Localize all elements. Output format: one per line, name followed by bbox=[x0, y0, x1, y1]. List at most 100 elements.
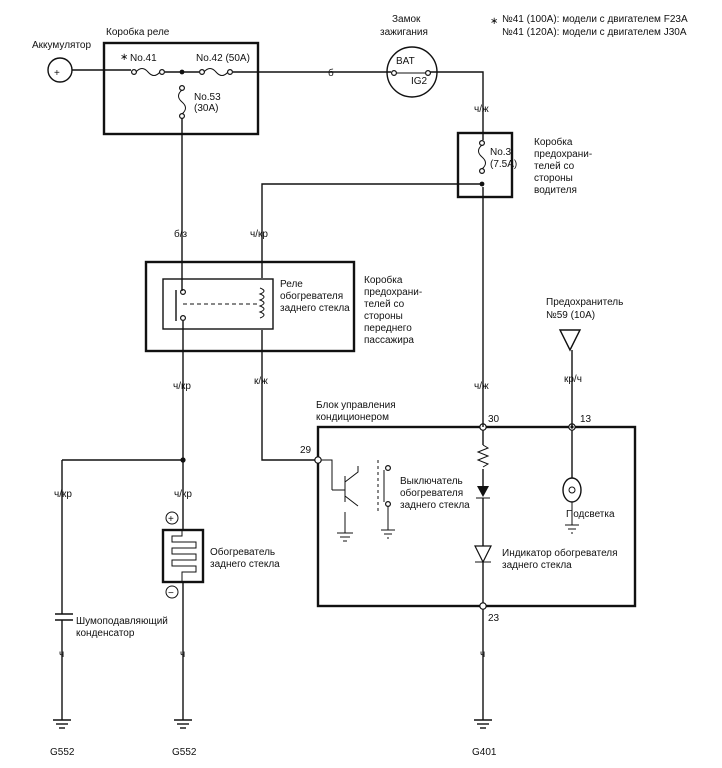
driver-box-label-4: стороны bbox=[534, 173, 573, 184]
pin-30: 30 bbox=[488, 414, 500, 425]
rear-window-heater: + − Обогреватель заднего стекла bbox=[161, 511, 280, 599]
indicator-symbol bbox=[474, 545, 492, 564]
ground-label-g552-right: G552 bbox=[172, 747, 197, 758]
battery-symbol bbox=[47, 57, 73, 83]
pin-29: 29 bbox=[300, 445, 312, 456]
diode-symbol bbox=[477, 486, 489, 497]
fuse53-symbol bbox=[178, 89, 186, 115]
ignition-bat: BAT bbox=[396, 56, 415, 67]
driver-box-label-1: Коробка bbox=[534, 136, 573, 148]
control-unit-label-1: Блок управления bbox=[316, 400, 396, 411]
indicator-label-2: заднего стекла bbox=[502, 560, 572, 571]
passenger-box-label-2: предохрани- bbox=[364, 287, 422, 298]
passenger-box-label-1: Коробка bbox=[364, 274, 403, 286]
ac-control-unit: Блок управления кондиционером 29 30 13 2… bbox=[300, 400, 637, 624]
passenger-box-label-6: пассажира bbox=[364, 335, 414, 346]
heater-label-2: заднего стекла bbox=[210, 559, 280, 570]
heater-label-1: Обогреватель bbox=[210, 546, 275, 558]
fuse42-label: No.42 (50A) bbox=[196, 53, 250, 64]
transistor-symbol bbox=[321, 459, 359, 507]
heater-plus-symbol bbox=[165, 511, 179, 525]
ignition-ig2: IG2 bbox=[411, 76, 428, 87]
ground-g401: G401 bbox=[472, 719, 497, 758]
heater-plus: + bbox=[168, 514, 174, 525]
pin-13: 13 bbox=[580, 414, 592, 425]
backlight-label: Подсветка bbox=[566, 509, 615, 520]
fuse59-symbol bbox=[558, 329, 582, 352]
relay-box-frame bbox=[102, 41, 260, 136]
relay-box: Коробка реле ∗ No.41 No.42 (50A) No.53 (… bbox=[102, 26, 260, 136]
battery-plus: + bbox=[54, 68, 60, 79]
ground-label-g401: G401 bbox=[472, 747, 497, 758]
fuse41-symbol bbox=[135, 68, 161, 76]
capacitor-label-2: конденсатор bbox=[76, 628, 135, 639]
battery: + Аккумулятор bbox=[32, 40, 91, 83]
driver-box-label-5: водителя bbox=[534, 185, 577, 196]
fuse41-marker: ∗ bbox=[120, 52, 128, 63]
wire-label-b: б bbox=[328, 67, 334, 79]
backlight-lamp-symbol bbox=[562, 477, 582, 503]
battery-label: Аккумулятор bbox=[32, 40, 91, 51]
wire-label-bz: б/з bbox=[174, 228, 188, 240]
ignition-label-2: зажигания bbox=[380, 27, 428, 38]
noise-capacitor: Шумоподавляющий конденсатор bbox=[55, 613, 168, 639]
switch-label-1: Выключатель bbox=[400, 476, 463, 487]
fuse3-label-b: (7.5A) bbox=[490, 159, 517, 170]
fuse53-label-a: No.53 bbox=[194, 92, 221, 103]
driver-fuse-box: No.3 (7.5A) Коробка предохрани- телей со… bbox=[456, 131, 592, 199]
wire-label-chkr-relay: ч/кр bbox=[173, 381, 191, 392]
heater-grid bbox=[171, 530, 197, 582]
fuse59: Предохранитель №59 (10A) bbox=[546, 297, 623, 352]
passenger-fuse-box-frame bbox=[144, 260, 356, 353]
pin-23: 23 bbox=[488, 613, 500, 624]
wire-label-ch-heater: ч bbox=[180, 649, 185, 660]
heater-minus: − bbox=[168, 588, 174, 599]
relay-frame bbox=[162, 278, 274, 330]
capacitor-label-1: Шумоподавляющий bbox=[76, 616, 168, 627]
switch-label-2: обогревателя bbox=[400, 487, 463, 499]
fuse3-label-a: No.3 bbox=[490, 147, 512, 158]
relay-coil bbox=[258, 287, 265, 319]
driver-box-label-2: предохрани- bbox=[534, 149, 592, 160]
passenger-box-label-5: переднего bbox=[364, 323, 412, 334]
wire-label-kzh: к/ж bbox=[254, 376, 268, 387]
switch-label-3: заднего стекла bbox=[400, 500, 470, 511]
wires bbox=[61, 69, 574, 720]
control-unit-frame bbox=[316, 425, 637, 608]
wire-label-chzh-mid: ч/ж bbox=[474, 381, 489, 392]
wire-label-ch-g401: ч bbox=[480, 649, 485, 660]
passenger-fuse-box: Коробка предохрани- телей со стороны пер… bbox=[144, 260, 422, 353]
wire-label-chzh-top: ч/ж bbox=[474, 104, 489, 115]
note-marker: ∗ bbox=[490, 16, 498, 27]
ground-g552-right: G552 bbox=[172, 719, 197, 758]
note-line-1: №41 (100A): модели с двигателем F23A bbox=[502, 14, 688, 25]
passenger-box-label-3: телей со bbox=[364, 299, 405, 310]
fuse59-label-1: Предохранитель bbox=[546, 297, 623, 308]
grounds: G552 G552 G401 bbox=[50, 719, 497, 758]
heater-frame bbox=[161, 528, 205, 584]
passenger-box-label-4: стороны bbox=[364, 311, 403, 322]
fuse42-symbol bbox=[203, 68, 229, 76]
fuse59-label-2: №59 (10A) bbox=[546, 310, 595, 321]
ignition-label-1: Замок bbox=[392, 14, 421, 25]
ignition-switch: Замок зажигания BAT IG2 bbox=[380, 14, 438, 98]
engine-notes: ∗ №41 (100A): модели с двигателем F23A №… bbox=[490, 14, 688, 38]
relay-label-3: заднего стекла bbox=[280, 303, 350, 314]
wire-label-chkr-heater: ч/кр bbox=[174, 489, 192, 500]
wire-labels: б б/з ч/кр ч/ж ч/кр к/ж ч/ж кр/ч ч/кр ч/… bbox=[54, 67, 582, 660]
heater-minus-symbol bbox=[165, 585, 179, 599]
control-unit-label-2: кондиционером bbox=[316, 412, 389, 423]
driver-box-label-3: телей со bbox=[534, 161, 575, 172]
ground-label-g552-left: G552 bbox=[50, 747, 75, 758]
fuse53-label-b: (30A) bbox=[194, 103, 218, 114]
indicator-label-1: Индикатор обогревателя bbox=[502, 547, 618, 559]
wire-label-krch: кр/ч bbox=[564, 374, 582, 385]
wire-label-chkr-left: ч/кр bbox=[54, 489, 72, 500]
resistor-symbol bbox=[476, 444, 490, 468]
ground-g552-left: G552 bbox=[50, 719, 75, 758]
relay-label-1: Реле bbox=[280, 279, 303, 290]
fuse41-label: No.41 bbox=[130, 53, 157, 64]
relay-box-label: Коробка реле bbox=[106, 26, 170, 38]
relay-label-2: обогревателя bbox=[280, 290, 343, 302]
